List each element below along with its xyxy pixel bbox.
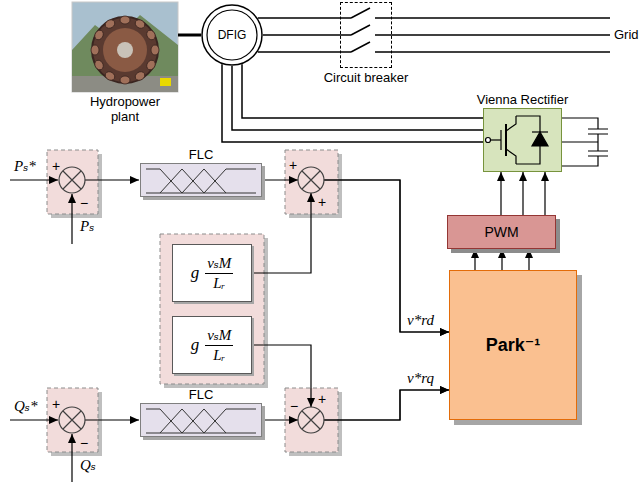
signal-arrow — [522, 172, 523, 215]
summing-junctions — [59, 167, 324, 433]
sign-label: + — [52, 158, 60, 174]
signal-name: v*rq — [406, 370, 435, 387]
power-line — [232, 66, 483, 130]
node-label: PWM — [484, 224, 518, 240]
grid-lines — [392, 18, 610, 52]
power-line — [222, 64, 483, 142]
node-label: Circuit breaker — [324, 70, 409, 85]
denominator: Lᵣ — [213, 346, 225, 364]
ground — [72, 76, 178, 92]
mountain — [72, 15, 178, 92]
breaker-box: Circuit breaker — [340, 2, 392, 68]
turbine-runner — [92, 17, 158, 83]
turbine-disc — [103, 28, 147, 72]
fuzzy-controller-box: FLC — [140, 403, 262, 437]
signal-name: Qₛ — [80, 456, 96, 474]
power-line — [258, 51, 340, 53]
signal-arrow — [252, 345, 449, 420]
denominator: Lᵣ — [213, 274, 225, 292]
turbine-buckets — [91, 16, 159, 84]
signal-name: Pₛ — [80, 217, 94, 235]
node-label: Vienna Rectifier — [477, 92, 569, 107]
fraction: vₛMLᵣ — [205, 326, 233, 364]
sign-label: + — [318, 391, 326, 407]
gain-expression: gvₛMLᵣ — [191, 326, 234, 364]
signal-arrow — [544, 172, 545, 215]
signal-arrow — [501, 249, 502, 270]
park-transform-box: Park⁻¹ — [449, 270, 577, 420]
fraction: vₛMLᵣ — [205, 254, 233, 292]
gain-box: gvₛMLᵣ — [172, 244, 252, 302]
photo-frame — [72, 2, 178, 92]
signal-arrow — [262, 180, 449, 332]
sign-label: − — [80, 195, 88, 211]
summing-groups — [47, 150, 342, 456]
signal-arrow — [474, 249, 475, 270]
breaker-switches — [340, 8, 392, 52]
inner-circle — [207, 10, 257, 60]
signal-arrow — [500, 172, 501, 215]
capacitor-symbols — [562, 118, 608, 166]
plant-label: Hydropower plant — [85, 94, 165, 124]
power-line — [242, 64, 483, 118]
sign-label: + — [318, 194, 326, 210]
signal-lines — [10, 180, 139, 482]
shaft — [178, 34, 201, 37]
membership-functions — [146, 169, 256, 433]
hydropower-illustration — [72, 2, 178, 92]
signal-arrow — [262, 390, 449, 420]
sign-label: − — [80, 435, 88, 451]
node-label: DFIG — [218, 28, 247, 42]
pwm-box: PWM — [447, 215, 556, 249]
summer-input-arrows — [289, 176, 315, 424]
gain-expression: gvₛMLᵣ — [191, 254, 234, 292]
sign-label: − — [290, 398, 298, 414]
sign-label: + — [52, 396, 60, 412]
power-line — [258, 17, 340, 19]
rectifier-box: Vienna Rectifier — [483, 108, 562, 172]
numerator: vₛM — [205, 326, 233, 346]
fuzzy-controller-box: FLC — [140, 163, 262, 197]
node-label: FLC — [189, 147, 214, 162]
signal-name: Qₛ* — [14, 397, 37, 415]
signal-arrow — [252, 180, 449, 332]
power-line — [263, 34, 340, 36]
numerator: vₛM — [205, 254, 233, 274]
signal-arrow — [528, 249, 529, 270]
generator-circle: DFIG — [201, 4, 263, 66]
gain-symbol: g — [191, 335, 200, 355]
node-label: Park⁻¹ — [486, 334, 541, 356]
sign-label: + — [289, 157, 297, 173]
node-label: FLC — [189, 387, 214, 402]
marker — [160, 78, 171, 86]
outer-circle — [202, 5, 262, 65]
gain-symbol: g — [191, 263, 200, 283]
signal-name: Pₛ* — [14, 157, 36, 175]
grid-label: Grid — [614, 27, 639, 42]
turbine-hub — [117, 42, 133, 58]
signal-name: v*rd — [406, 312, 435, 329]
gain-box: gvₛMLᵣ — [172, 316, 252, 374]
